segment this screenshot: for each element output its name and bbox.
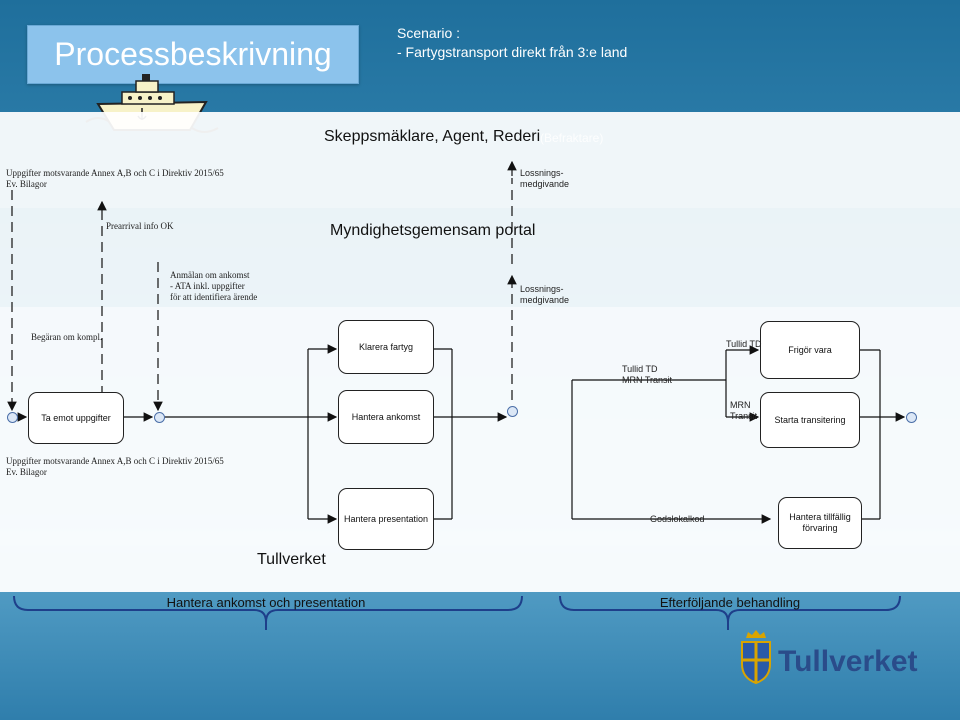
tullverket-note-line2: Ev. Bilagor [6, 467, 47, 477]
anmalan-line3: för att identifiera ärende [170, 292, 258, 302]
scenario-heading: Scenario : [397, 25, 461, 41]
mrn-label: MRN [730, 400, 751, 410]
agent-note-line2: Ev. Bilagor [6, 179, 47, 189]
agent-lossnings-line1: Lossnings- [520, 168, 564, 178]
lane-agent-title: Skeppsmäklare, Agent, Rederi [324, 128, 541, 145]
tullverket-logo: Tullverket [778, 645, 918, 678]
intermediate-event-1 [154, 412, 165, 423]
lane-portal [0, 208, 960, 307]
anmalan-line2: - ATA inkl. uppgifter [170, 281, 245, 291]
agent-lossnings-line2: medgivande [520, 179, 570, 189]
prearrival-label: Prearrival info OK [106, 221, 174, 231]
lane-agent-ghost-text: (Befraktare) [540, 131, 604, 145]
scenario-description: - Fartygstransport direkt från 3:e land [397, 44, 628, 60]
frigor-vara-box: Frigör vara [760, 321, 860, 379]
anmalan-note: Anmälan om ankomst - ATA inkl. uppgifter… [170, 270, 257, 303]
transit-label: Transit [730, 411, 758, 421]
klarera-fartyg-box: Klarera fartyg [338, 320, 434, 374]
hantera-presentation-box: Hantera presentation [338, 488, 434, 550]
page-title: Processbeskrivning [27, 25, 359, 84]
agent-left-note: Uppgifter motsvarande Annex A,B och C i … [6, 168, 224, 190]
agent-lossningsmedgivande: Lossnings- medgivande [520, 168, 569, 190]
hantera-ankomst-box: Hantera ankomst [338, 390, 434, 444]
tullid-td-label-2: Tullid TD [622, 364, 658, 374]
lane-agent [0, 112, 960, 208]
anmalan-line1: Anmälan om ankomst [170, 270, 250, 280]
starta-transitering-box: Starta transitering [760, 392, 860, 448]
intermediate-event-2 [507, 406, 518, 417]
agent-note-line1: Uppgifter motsvarande Annex A,B och C i … [6, 168, 224, 178]
portal-lossnings-line1: Lossnings- [520, 284, 564, 294]
godslokalkod-label: Godslokalkod [650, 514, 705, 524]
hantera-forvaring-box: Hantera tillfällig förvaring [778, 497, 862, 549]
tullid-td-label-1: Tullid TD [726, 339, 762, 349]
portal-lossnings-line2: medgivande [520, 295, 570, 305]
scenario-text: Scenario : - Fartygstransport direkt frå… [397, 24, 627, 62]
tullid-td-mrn-label: Tullid TD MRN Transit [622, 364, 672, 386]
phase-2-label: Efterföljande behandling [659, 595, 801, 610]
lane-tullverket-title: Tullverket [257, 551, 326, 568]
mrn-transit-label: MRN Transit [730, 400, 757, 422]
end-event [906, 412, 917, 423]
mrn-transit-label-1: MRN Transit [622, 375, 673, 385]
begaran-label: Begäran om kompl. [31, 332, 103, 342]
tullverket-crest-icon [741, 630, 771, 684]
lane-portal-title: Myndighetsgemensam portal [330, 222, 536, 239]
portal-lossningsmedgivande: Lossnings- medgivande [520, 284, 569, 306]
start-event [7, 412, 18, 423]
ta-emot-uppgifter-box: Ta emot uppgifter [28, 392, 124, 444]
tullverket-note-line1: Uppgifter motsvarande Annex A,B och C i … [6, 456, 224, 466]
phase-1-label: Hantera ankomst och presentation [166, 595, 366, 610]
tullverket-left-note: Uppgifter motsvarande Annex A,B och C i … [6, 456, 224, 478]
